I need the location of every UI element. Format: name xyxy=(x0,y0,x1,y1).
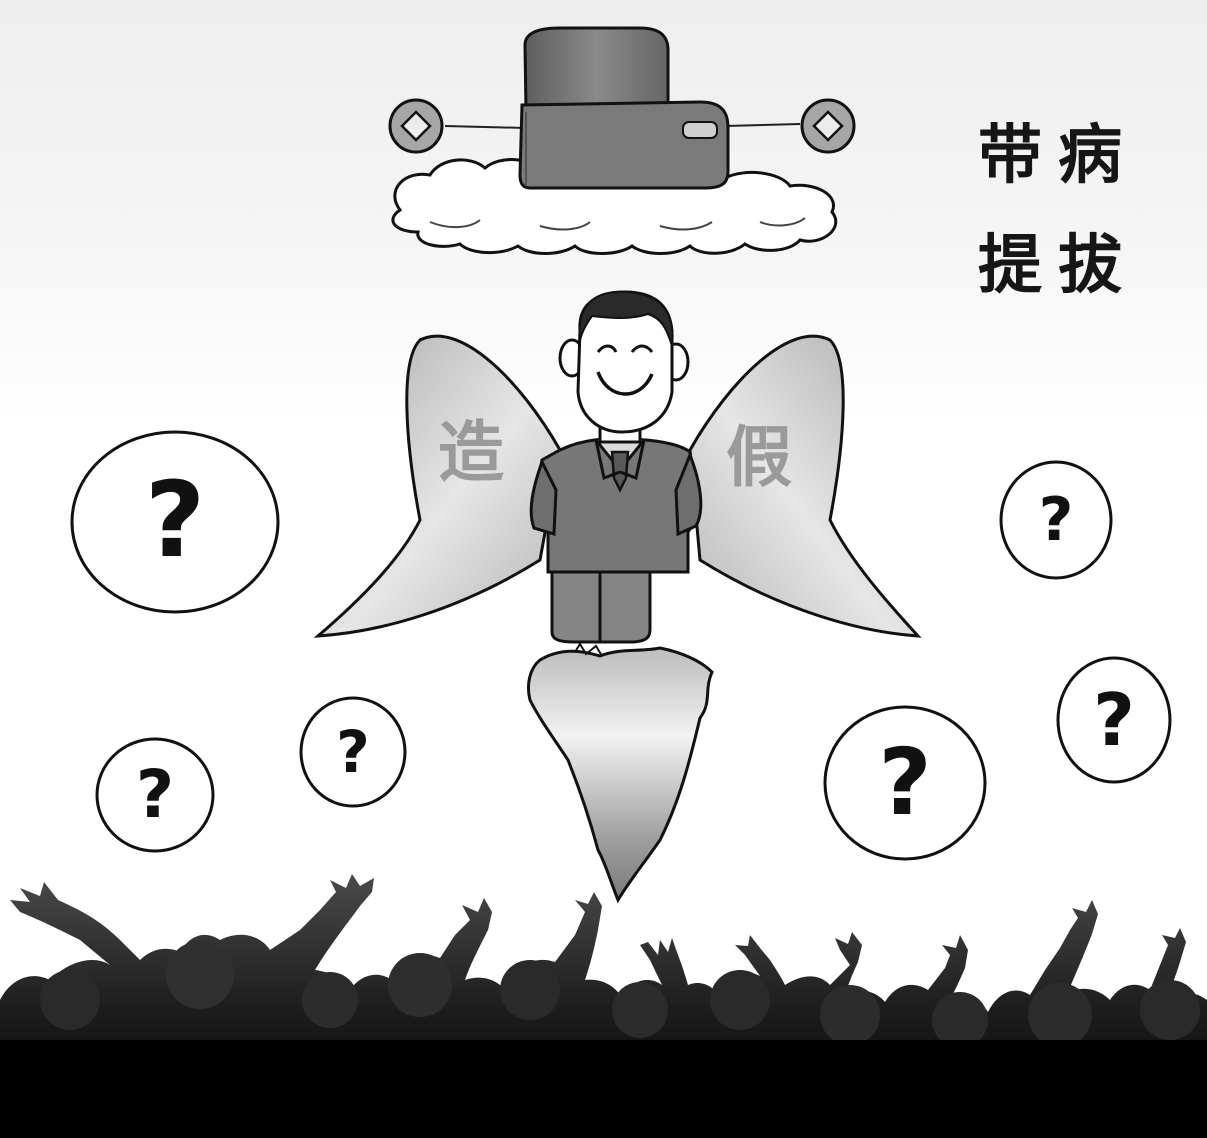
caption-char-3: 提 xyxy=(978,229,1042,303)
man-figure xyxy=(529,290,703,644)
caption-char-2: 病 xyxy=(1058,119,1122,193)
question-bubble-5 xyxy=(823,705,987,861)
crowd-silhouette xyxy=(0,874,1207,1138)
caption-char-1: 带 xyxy=(978,119,1042,193)
question-mark-5: ? xyxy=(878,729,932,836)
question-mark-4: ? xyxy=(336,718,370,786)
coin-left xyxy=(388,98,444,154)
flame-trail xyxy=(526,642,714,904)
question-bubble-1 xyxy=(70,430,280,614)
question-bubble-3 xyxy=(95,737,215,853)
question-mark-2: ? xyxy=(1038,485,1074,555)
question-mark-3: ? xyxy=(135,756,175,833)
left-wing xyxy=(313,334,562,638)
question-bubble-2 xyxy=(999,460,1113,580)
question-bubble-4 xyxy=(299,696,407,808)
question-bubbles xyxy=(70,430,1172,861)
caption-char-4: 拔 xyxy=(1058,229,1122,303)
chair xyxy=(444,26,801,190)
question-bubble-6 xyxy=(1056,656,1172,784)
right-wing-label: 假 xyxy=(726,419,792,496)
right-wing xyxy=(688,334,922,638)
question-mark-1: ? xyxy=(144,459,206,581)
coin-right xyxy=(800,98,856,154)
left-wing-label: 造 xyxy=(438,414,504,491)
question-mark-6: ? xyxy=(1093,678,1135,762)
